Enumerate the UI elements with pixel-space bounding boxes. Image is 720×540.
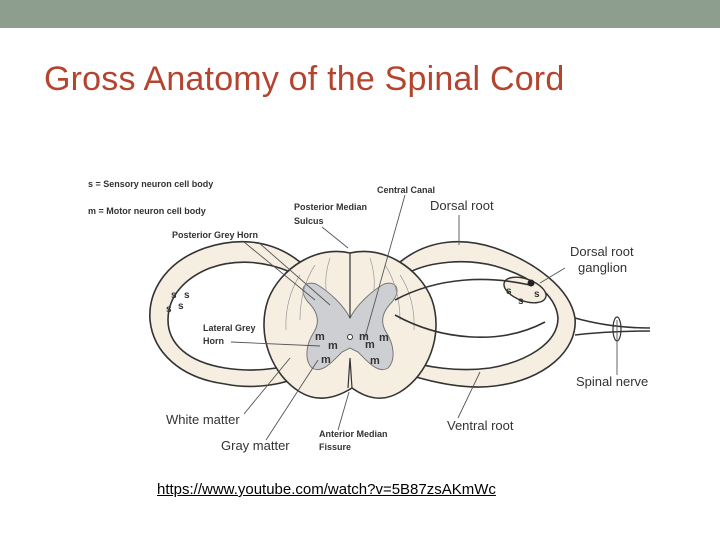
label-anterior-median-2: Fissure [319, 442, 351, 452]
label-gray-matter: Gray matter [221, 438, 290, 453]
anterior-median-fissure [347, 357, 353, 389]
sensory-marker: s [534, 289, 540, 300]
label-posterior-median-2: Sulcus [294, 216, 324, 226]
label-ventral-root: Ventral root [447, 418, 514, 433]
slide-title: Gross Anatomy of the Spinal Cord [44, 60, 565, 98]
motor-marker: m [359, 331, 369, 343]
legend-motor: m = Motor neuron cell body [88, 206, 206, 216]
sensory-marker: s [166, 304, 172, 315]
motor-marker: m [370, 355, 380, 367]
label-central-canal: Central Canal [377, 185, 435, 195]
sensory-marker: s [184, 290, 190, 301]
label-drg-2: ganglion [578, 260, 627, 275]
gray-matter [302, 282, 398, 370]
sensory-marker: s [518, 296, 524, 307]
sensory-marker: s [171, 290, 177, 301]
label-lateral-grey-2: Horn [203, 336, 224, 346]
top-bar [0, 0, 720, 28]
label-posterior-median-1: Posterior Median [294, 202, 367, 212]
spinal-cord-diagram: s = Sensory neuron cell body m = Motor n… [88, 179, 651, 453]
label-white-matter: White matter [166, 412, 240, 427]
motor-marker: m [321, 354, 331, 366]
label-anterior-median-1: Anterior Median [319, 429, 388, 439]
label-lateral-grey-1: Lateral Grey [203, 323, 256, 333]
dorsal-root-ganglion [503, 276, 547, 304]
legend-sensory: s = Sensory neuron cell body [88, 179, 213, 189]
motor-marker: m [328, 340, 338, 352]
motor-marker: m [315, 331, 325, 343]
label-posterior-grey-horn: Posterior Grey Horn [172, 230, 258, 240]
sensory-marker: s [178, 301, 184, 312]
label-spinal-nerve: Spinal nerve [576, 374, 648, 389]
source-video-link[interactable]: https://www.youtube.com/watch?v=5B87zsAK… [157, 481, 496, 498]
sensory-marker: s [506, 286, 512, 297]
label-dorsal-root: Dorsal root [430, 198, 494, 213]
label-drg-1: Dorsal root [570, 244, 634, 259]
motor-marker: m [365, 339, 375, 351]
motor-marker: m [379, 332, 389, 344]
central-canal [347, 334, 353, 340]
